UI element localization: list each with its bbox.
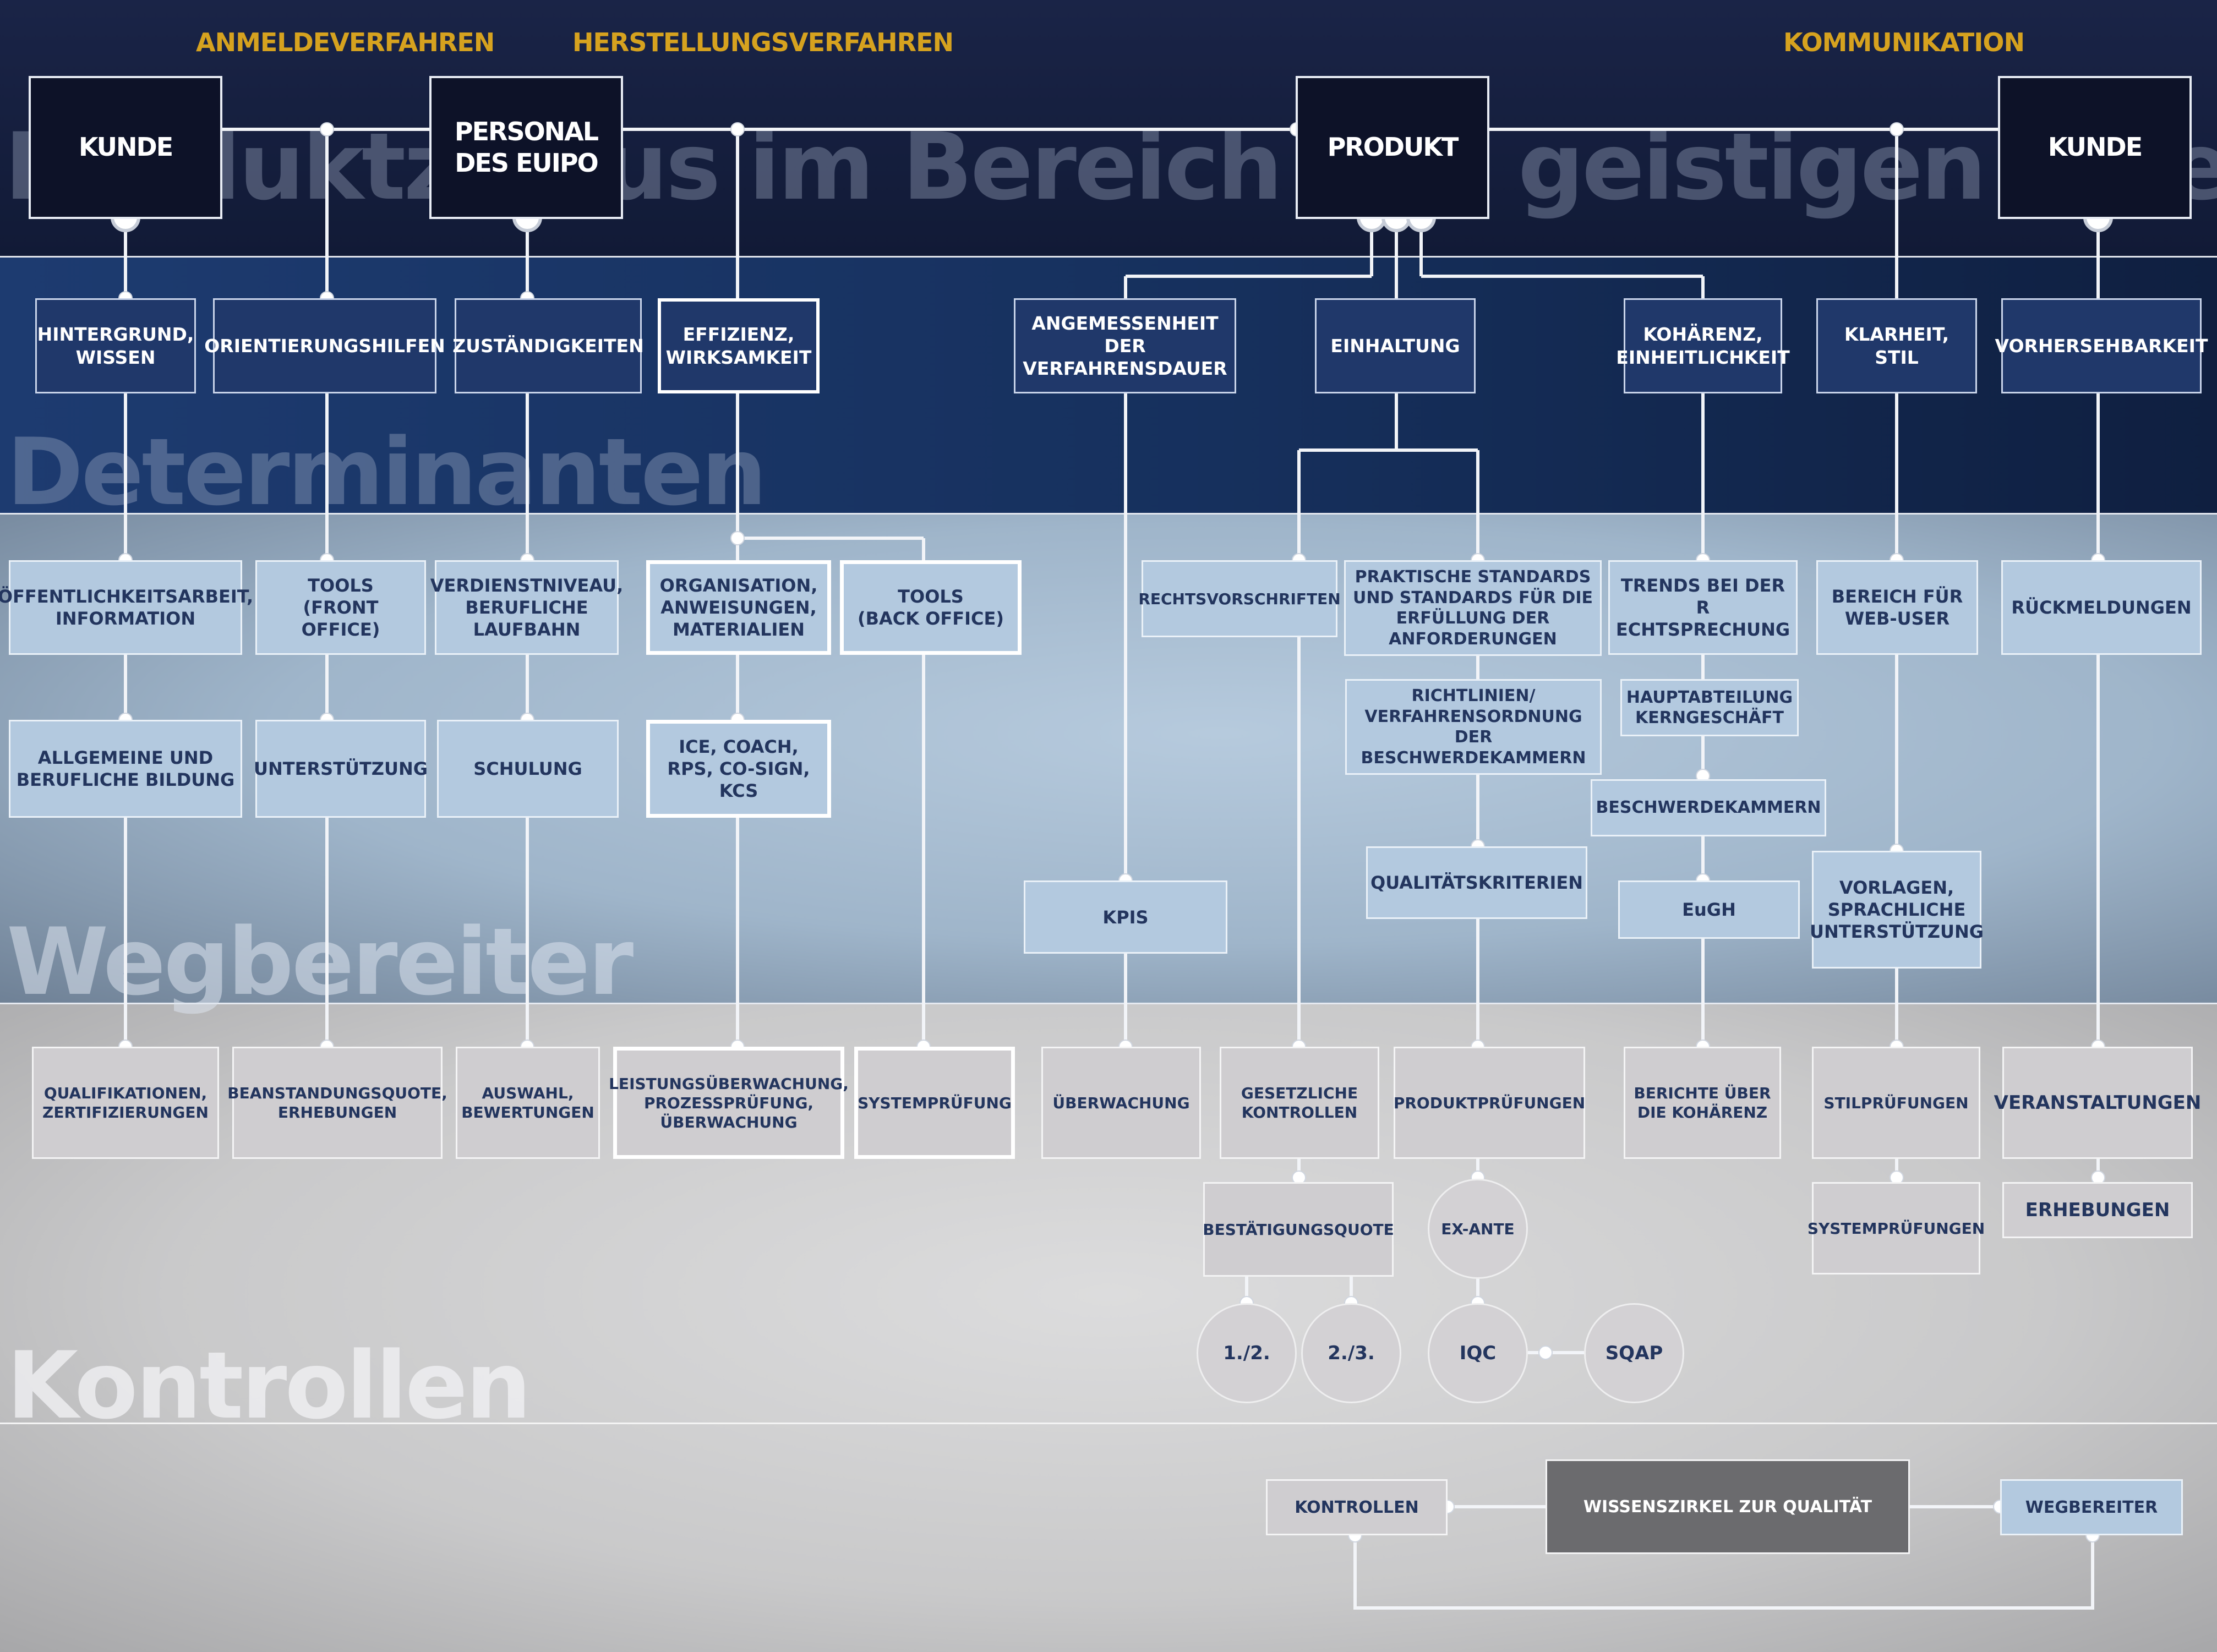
node-qualifikationen: QUALIFIKATIONEN, ZERTIFIZIERUNGEN (32, 1047, 219, 1159)
node-berichte-kohaerenz: BERICHTE ÜBER DIE KOHÄRENZ (1624, 1047, 1781, 1159)
node-ex-ante: EX-ANTE (1428, 1179, 1528, 1279)
node-tools-front-office: TOOLS (FRONT OFFICE) (255, 560, 426, 655)
node-schulung: SCHULUNG (437, 720, 619, 818)
node-instanz-1-2: 1./2. (1197, 1303, 1297, 1403)
node-hintergrund-wissen: HINTERGRUND, WISSEN (35, 298, 196, 393)
node-praktische-standards: PRAKTISCHE STANDARDS UND STANDARDS FÜR D… (1344, 560, 1602, 656)
node-rueckmeldungen: RÜCKMELDUNGEN (2001, 560, 2202, 655)
node-orientierungshilfen: ORIENTIERUNGSHILFEN (204, 298, 445, 393)
node-vorhersehbarkeit: VORHERSEHBARKEIT (1995, 298, 2208, 393)
node-richtlinien: RICHTLINIEN/ VERFAHRENSORDNUNG DER BESCH… (1345, 679, 1602, 775)
node-veranstaltungen: VERANSTALTUNGEN (1994, 1047, 2201, 1159)
legend-wissenszirkel: WISSENSZIRKEL ZUR QUALITÄT (1546, 1459, 1910, 1554)
node-auswahl-bewertung: AUSWAHL, BEWERTUNGEN (456, 1047, 600, 1159)
node-produktpruefungen: PRODUKTPRÜFUNGEN (1394, 1047, 1585, 1159)
node-beanstandungsquote: BEANSTANDUNGSQUOTE, ERHEBUNGEN (227, 1047, 447, 1159)
node-personal-euipo: PERSONAL DES EUIPO (429, 76, 623, 219)
node-einhaltung: EINHALTUNG (1315, 298, 1476, 393)
node-ice-coach: ICE, COACH, RPS, CO-SIGN, KCS (646, 720, 831, 818)
band-separator (0, 256, 2217, 258)
band-title-kontrollen: Kontrollen (7, 1332, 532, 1440)
band-title-determinanten: Determinanten (7, 418, 767, 526)
node-vorlagen: VORLAGEN, SPRACHLICHE UNTERSTÜTZUNG (1810, 851, 1984, 969)
node-allgemeine-bildung: ALLGEMEINE UND BERUFLICHE BILDUNG (9, 720, 242, 818)
node-effizienz: EFFIZIENZ, WIRKSAMKEIT (658, 298, 820, 393)
node-erhebungen: ERHEBUNGEN (2002, 1182, 2193, 1238)
node-kohaerenz: KOHÄRENZ, EINHEITLICHKEIT (1616, 298, 1790, 393)
node-systempruefung: SYSTEMPRÜFUNG (854, 1047, 1015, 1159)
node-verfahrensdauer: ANGEMESSENHEIT DER VERFAHRENSDAUER (1014, 298, 1236, 393)
node-trends-rechtsprechung: TRENDS BEI DER R ECHTSPRECHUNG (1608, 560, 1798, 655)
node-bereich-web-user: BEREICH FÜR WEB-USER (1816, 560, 1978, 655)
legend-kontrollen: KONTROLLEN (1266, 1479, 1448, 1535)
node-kunde-left: KUNDE (29, 76, 222, 219)
node-leistungsueberwachung: LEISTUNGSÜBERWACHUNG, PROZESSPRÜFUNG, ÜB… (609, 1047, 849, 1159)
node-kpis: KPIS (1024, 880, 1227, 954)
band-separator (0, 1423, 2217, 1424)
node-stilpruefungen: STILPRÜFUNGEN (1812, 1047, 1980, 1159)
band-separator (0, 1003, 2217, 1004)
node-zustaendigkeiten: ZUSTÄNDIGKEITEN (452, 298, 644, 393)
node-verdienstniveau: VERDIENSTNIVEAU, BERUFLICHE LAUFBAHN (430, 560, 623, 655)
node-qualitaetskriterien: QUALITÄTSKRITERIEN (1366, 846, 1587, 919)
node-tools-back-office: TOOLS (BACK OFFICE) (840, 560, 1022, 655)
node-hauptabteilung: HAUPTABTEILUNG KERNGESCHÄFT (1620, 679, 1799, 736)
node-ueberwachung: ÜBERWACHUNG (1041, 1047, 1201, 1159)
category-kommunikation: KOMMUNIKATION (1783, 28, 2025, 57)
band-title-wegbereiter: Wegbereiter (7, 908, 634, 1016)
legend-wegbereiter: WEGBEREITER (2000, 1479, 2183, 1535)
node-instanz-2-3: 2./3. (1301, 1303, 1401, 1403)
node-systempruefungen: SYSTEMPRÜFUNGEN (1808, 1182, 1985, 1274)
node-bestaetigungsquote: BESTÄTIGUNGSQUOTE (1203, 1182, 1394, 1277)
node-gesetzliche-kontrollen: GESETZLICHE KONTROLLEN (1220, 1047, 1379, 1159)
node-eugh: EuGH (1618, 880, 1800, 939)
node-beschwerdekammern: BESCHWERDEKAMMERN (1591, 779, 1826, 836)
category-herstellungsverfahren: HERSTELLUNGSVERFAHREN (572, 28, 954, 57)
node-oeffentlichkeitsarbeit: ÖFFENTLICHKEITSARBEIT, INFORMATION (0, 560, 253, 655)
category-anmeldeverfahren: ANMELDEVERFAHREN (196, 28, 495, 57)
node-produkt: PRODUKT (1296, 76, 1489, 219)
node-kunde-right: KUNDE (1998, 76, 2192, 219)
node-iqc: IQC (1428, 1303, 1528, 1403)
node-klarheit-stil: KLARHEIT, STIL (1816, 298, 1977, 393)
node-unterstuetzung: UNTERSTÜTZUNG (254, 720, 428, 818)
node-organisation: ORGANISATION, ANWEISUNGEN, MATERIALIEN (646, 560, 831, 655)
node-rechtsvorschriften: RECHTSVORSCHRIFTEN (1138, 560, 1341, 637)
node-sqap: SQAP (1584, 1303, 1684, 1403)
band-separator (0, 513, 2217, 515)
